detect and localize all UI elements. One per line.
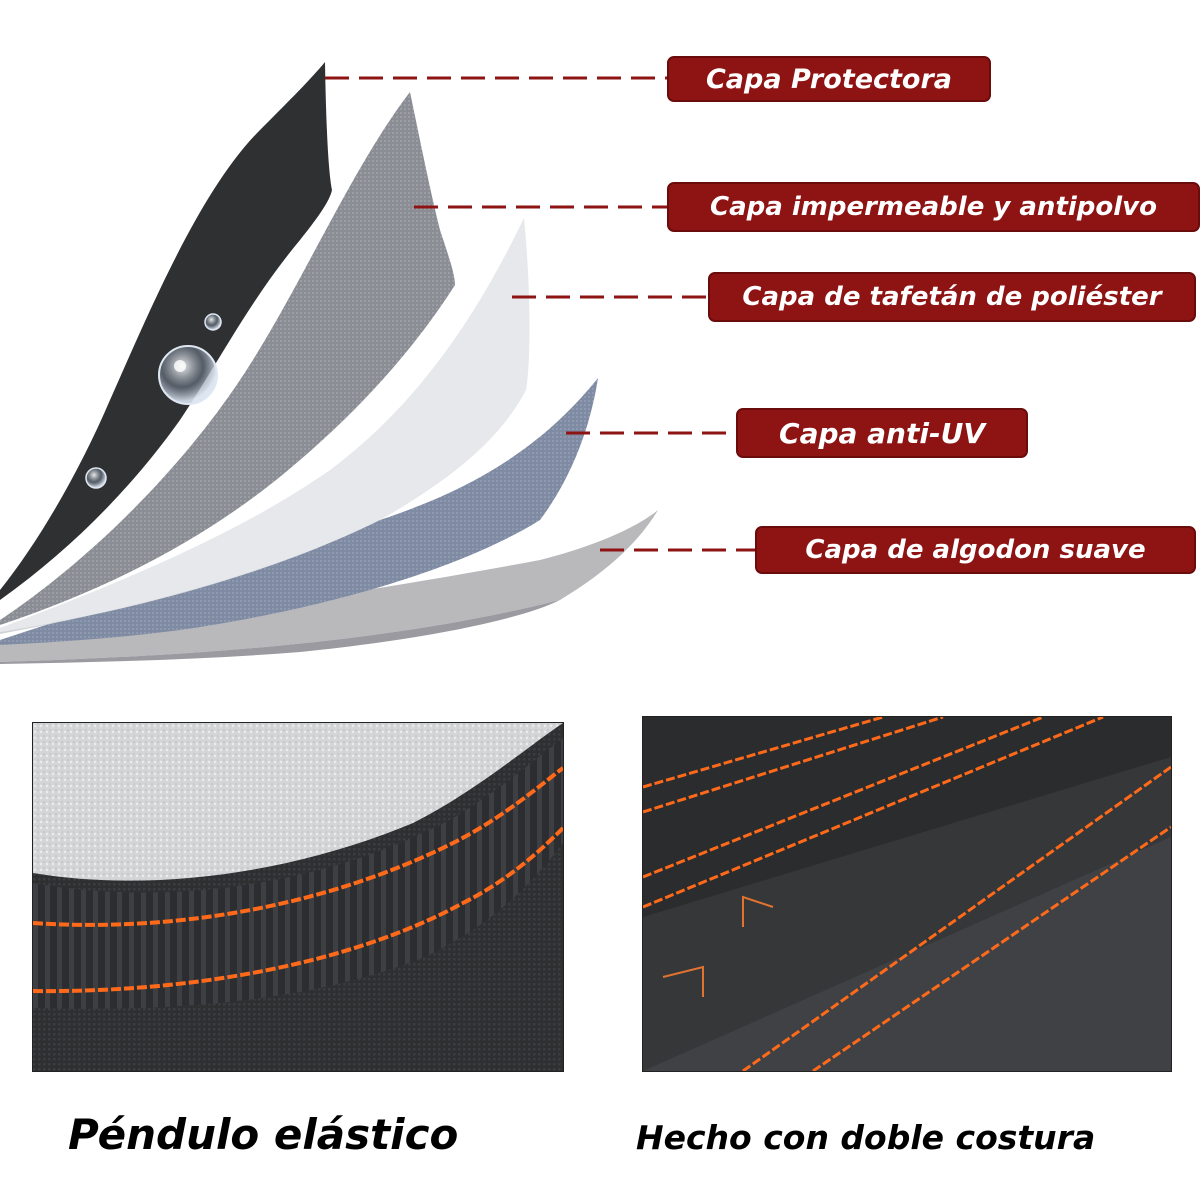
stitch-line [643,717,1104,909]
layer-label-cotton: Capa de algodon suave [755,526,1196,574]
stitch-line [742,765,1171,1071]
layer-label-anti-uv: Capa anti-UV [736,408,1028,458]
stitch-line [812,825,1171,1071]
double-stitch-caption: Hecho con doble costura [636,1118,1096,1157]
stitch-line [33,766,563,927]
layer-waterproof [0,92,455,625]
layer-label-waterproof: Capa impermeable y antipolvo [667,182,1200,232]
double-stitch-photo [642,716,1172,1072]
water-drop-icon [204,313,222,331]
elastic-hem-photo [32,722,564,1072]
elastic-hem-caption: Péndulo elástico [68,1110,459,1159]
water-drop-icon [158,345,218,405]
layer-label-polyester: Capa de tafetán de poliéster [708,272,1196,322]
stitch-line [643,717,884,789]
layer-label-protective: Capa Protectora [667,56,991,102]
layer-anti-uv [0,378,598,645]
layer-protective [0,62,332,600]
water-drop-icon [85,467,107,489]
fabric-layers-illustration [0,62,756,664]
stitch-line [643,717,944,814]
stitch-line [33,826,563,994]
layer-polyester-taffeta [0,218,530,632]
